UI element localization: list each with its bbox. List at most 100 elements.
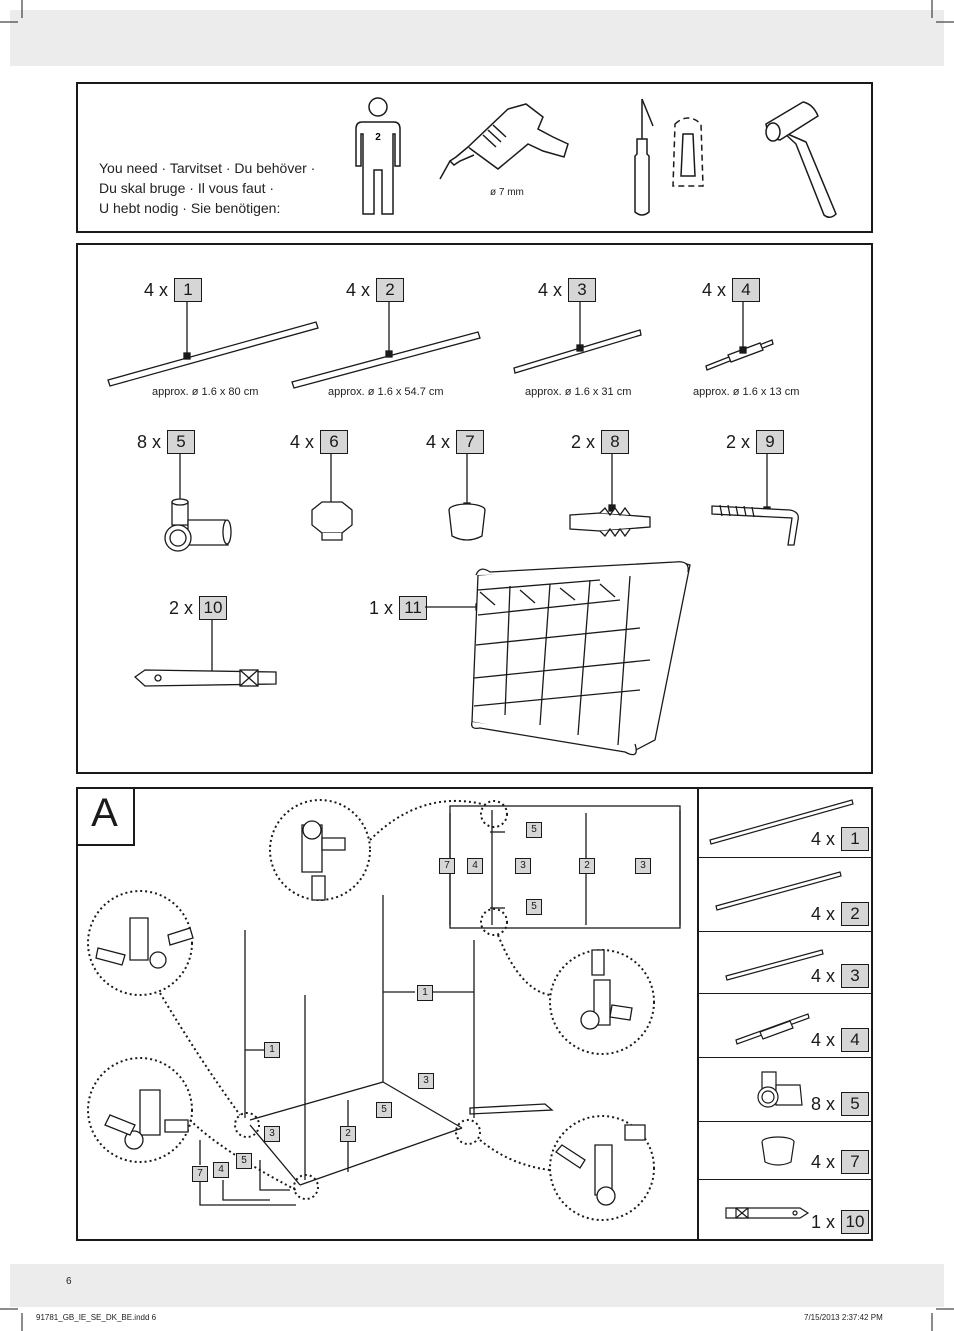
step-label: 5: [526, 899, 542, 915]
step-label: 3: [418, 1073, 434, 1089]
part-qty: 4 x: [810, 1029, 835, 1050]
part-number: 6: [320, 430, 349, 454]
part-1-label: 4 x 1: [144, 278, 203, 302]
part-number: 10: [841, 1210, 869, 1234]
part-qty: 1 x: [810, 1211, 835, 1232]
part-1-dimension: approx. ø 1.6 x 80 cm: [152, 386, 259, 398]
part-8-label: 2 x 8: [571, 430, 630, 454]
part-number: 10: [199, 596, 228, 620]
part-3-label: 4 x 3: [538, 278, 597, 302]
side-row-part-4: 4 x 4: [699, 993, 871, 1058]
part-2-label: 4 x 2: [346, 278, 405, 302]
tools-text-line: Du skal bruge · Il vous faut ·: [99, 180, 275, 196]
part-qty: 4 x: [426, 431, 451, 452]
part-qty: 2 x: [169, 597, 194, 618]
side-row-part-7: 4 x 7: [699, 1121, 871, 1180]
part-qty: 8 x: [810, 1093, 835, 1114]
part-qty: 2 x: [726, 431, 751, 452]
part-number: 4: [732, 278, 761, 302]
part-number: 4: [841, 1028, 869, 1052]
step-label: 5: [376, 1102, 392, 1118]
step-letter-box: A: [76, 787, 135, 846]
part-number: 1: [174, 278, 203, 302]
foot-part-6: [311, 501, 353, 541]
side-cap-7: [761, 1136, 795, 1166]
step-label: 5: [236, 1153, 252, 1169]
drill-icon: [439, 103, 569, 180]
step-letter: A: [91, 791, 118, 835]
part-9-label: 2 x 9: [726, 430, 785, 454]
part-7-label: 4 x 7: [426, 430, 485, 454]
part-3-dimension: approx. ø 1.6 x 31 cm: [525, 386, 632, 398]
part-number: 7: [456, 430, 485, 454]
part-10-label: 2 x 10: [169, 596, 228, 620]
part-qty: 4 x: [144, 279, 169, 300]
footer-filename: 91781_GB_IE_SE_DK_BE.indd 6: [36, 1313, 157, 1322]
tools-text: You need · Tarvitset · Du behöver · Du s…: [99, 158, 315, 218]
part-qty: 4 x: [810, 903, 835, 924]
tools-box: You need · Tarvitset · Du behöver · Du s…: [76, 82, 873, 233]
strap-part-10: [133, 669, 277, 687]
step-label: 3: [264, 1126, 280, 1142]
part-qty: 4 x: [346, 279, 371, 300]
page-number: 6: [66, 1276, 72, 1287]
side-row-part-10: 1 x 10: [699, 1179, 871, 1240]
part-qty: 4 x: [810, 965, 835, 986]
step-label: 5: [526, 822, 542, 838]
part-qty: 8 x: [137, 431, 162, 452]
step-label: 1: [417, 985, 433, 1001]
screw-hook-part-9: [711, 504, 799, 546]
side-connector-5: [757, 1071, 803, 1108]
part-qty: 2 x: [571, 431, 596, 452]
step-label: 3: [515, 858, 531, 874]
part-2-dimension: approx. ø 1.6 x 54.7 cm: [328, 386, 444, 398]
side-row-part-1: 4 x 1: [699, 789, 871, 857]
footer-band: [10, 1264, 944, 1307]
tools-text-line: U hebt nodig · Sie benötigen:: [99, 200, 281, 216]
step-label: 7: [192, 1166, 208, 1182]
step-label: 1: [264, 1042, 280, 1058]
rod-part-1: [107, 321, 319, 387]
side-row-part-3: 4 x 3: [699, 931, 871, 994]
person-count: 2: [375, 132, 381, 143]
tools-text-line: You need · Tarvitset · Du behöver ·: [99, 160, 316, 176]
cap-part-7: [448, 503, 486, 541]
header-band: [10, 10, 944, 66]
step-label: 2: [340, 1126, 356, 1142]
part-qty: 4 x: [538, 279, 563, 300]
part-number: 7: [841, 1150, 869, 1174]
step-side-column: [697, 789, 699, 1239]
step-label: 7: [439, 858, 455, 874]
part-qty: 1 x: [369, 597, 394, 618]
two-person-icon: 2: [355, 97, 401, 215]
screwdriver-icon: [634, 98, 704, 216]
part-qty: 4 x: [810, 828, 835, 849]
side-row-part-2: 4 x 2: [699, 857, 871, 932]
part-5-label: 8 x 5: [137, 430, 196, 454]
part-number: 2: [841, 902, 869, 926]
part-number: 8: [601, 430, 630, 454]
part-number: 1: [841, 827, 869, 851]
part-6-label: 4 x 6: [290, 430, 349, 454]
side-row-part-5: 8 x 5: [699, 1057, 871, 1122]
part-number: 3: [841, 964, 869, 988]
part-number: 5: [167, 430, 196, 454]
side-rod-3: [725, 949, 824, 981]
step-label: 4: [467, 858, 483, 874]
drill-size: ø 7 mm: [490, 187, 524, 198]
step-label: 4: [213, 1162, 229, 1178]
connector-part-5: [164, 498, 232, 552]
part-qty: 4 x: [290, 431, 315, 452]
rod-part-2: [291, 331, 481, 389]
side-rod-1: [709, 799, 854, 845]
side-rod-2: [715, 871, 842, 911]
wall-plug-part-8: [569, 506, 651, 538]
part-number: 9: [756, 430, 785, 454]
part-4-dimension: approx. ø 1.6 x 13 cm: [693, 386, 800, 398]
part-number: 11: [399, 596, 428, 620]
